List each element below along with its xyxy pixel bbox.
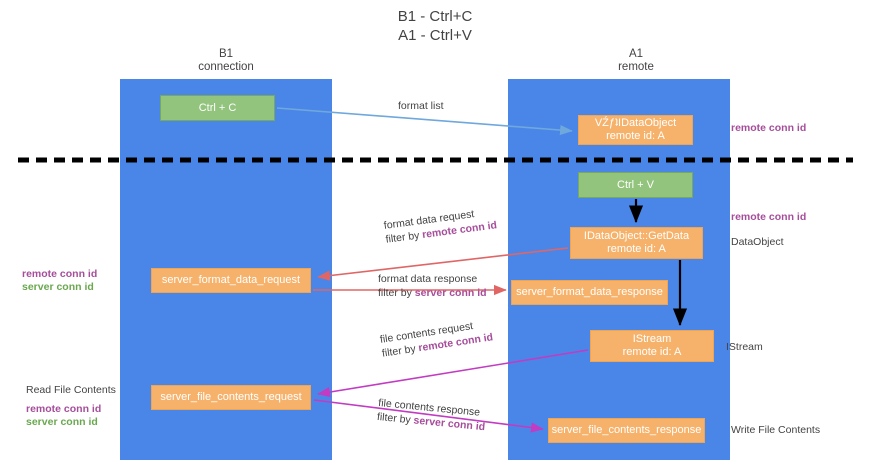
column-header-b1: B1 connection bbox=[152, 48, 300, 74]
edge-label-format-data-response-filter-prefix: filter by bbox=[378, 287, 415, 299]
edge-label-format-list-text: format list bbox=[398, 100, 444, 112]
annotation-remote-conn-id-mid: remote conn id bbox=[731, 211, 806, 224]
column-header-b1-role: connection bbox=[198, 61, 254, 73]
column-header-a1-role: remote bbox=[618, 61, 654, 73]
edge-label-file-contents-request-filter-prefix: filter by bbox=[381, 342, 420, 360]
node-server-file-contents-response-label: server_file_contents_response bbox=[551, 424, 702, 436]
column-header-a1: A1 remote bbox=[562, 48, 710, 74]
annotation-write-file-contents: Write File Contents bbox=[731, 424, 820, 437]
node-server-format-data-request-label: server_format_data_request bbox=[161, 274, 301, 286]
node-idataobject-sub: remote id: A bbox=[606, 130, 665, 142]
node-istream-sub: remote id: A bbox=[622, 346, 682, 358]
column-header-b1-name: B1 bbox=[218, 48, 234, 60]
annotation-left-bottom-server: server conn id bbox=[26, 416, 98, 428]
node-server-file-contents-request-label: server_file_contents_request bbox=[160, 391, 302, 403]
edge-label-format-data-response: format data response filter by server co… bbox=[378, 272, 487, 300]
node-getdata-label: IDataObject::GetData bbox=[583, 230, 690, 242]
title-line-2: A1 - Ctrl+V bbox=[398, 27, 472, 44]
node-server-file-contents-request[interactable]: server_file_contents_request bbox=[151, 385, 311, 410]
annotation-left-mid: remote conn id server conn id bbox=[22, 268, 97, 294]
node-idataobject-label: VŹƒʇIDataObject bbox=[594, 117, 677, 129]
column-header-a1-name: A1 bbox=[628, 48, 644, 60]
node-ctrl-c[interactable]: Ctrl + C bbox=[160, 95, 275, 121]
annotation-write-file-contents-text: Write File Contents bbox=[731, 424, 821, 436]
annotation-istream-text: IStream bbox=[726, 341, 763, 353]
node-ctrl-v-label: Ctrl + V bbox=[617, 178, 654, 191]
annotation-remote-conn-id-top-text: remote conn id bbox=[731, 122, 807, 134]
annotation-remote-conn-id-mid-text: remote conn id bbox=[731, 211, 807, 223]
annotation-left-mid-remote: remote conn id bbox=[22, 268, 98, 280]
node-istream[interactable]: IStream remote id: A bbox=[590, 330, 714, 362]
node-getdata-sub: remote id: A bbox=[607, 243, 666, 255]
edge-label-file-contents-response: file contents response filter by server … bbox=[376, 396, 487, 434]
diagram-title: B1 - Ctrl+C A1 - Ctrl+V bbox=[285, 7, 585, 45]
annotation-left-bottom: Read File Contents remote conn id server… bbox=[26, 384, 116, 429]
node-ctrl-c-label: Ctrl + C bbox=[198, 101, 237, 114]
edge-label-format-data-response-text: format data response bbox=[378, 273, 478, 285]
edge-label-format-data-request-filter-prefix: filter by bbox=[384, 229, 423, 246]
node-ctrl-v[interactable]: Ctrl + V bbox=[578, 172, 693, 198]
node-server-format-data-response-label: server_format_data_response bbox=[516, 286, 663, 298]
edge-label-format-list: format list bbox=[398, 99, 444, 113]
annotation-remote-conn-id-top: remote conn id bbox=[731, 122, 806, 135]
node-server-file-contents-response[interactable]: server_file_contents_response bbox=[548, 418, 705, 443]
node-istream-label: IStream bbox=[632, 333, 672, 345]
node-server-format-data-request[interactable]: server_format_data_request bbox=[151, 268, 311, 293]
edge-label-file-contents-request: file contents request filter by remote c… bbox=[379, 316, 494, 360]
annotation-dataobject-text: DataObject bbox=[731, 236, 784, 248]
annotation-dataobject: DataObject bbox=[731, 236, 784, 249]
node-idataobject-getdata[interactable]: IDataObject::GetData remote id: A bbox=[570, 227, 703, 259]
edge-label-format-data-request: format data request filter by remote con… bbox=[383, 204, 498, 246]
edge-label-format-data-response-filter-key: server conn id bbox=[414, 287, 487, 299]
edge-label-file-contents-response-filter-prefix: filter by bbox=[376, 410, 415, 427]
node-idataobject[interactable]: VŹƒʇIDataObject remote id: A bbox=[578, 115, 693, 145]
annotation-read-file-contents-text: Read File Contents bbox=[26, 384, 116, 396]
annotation-istream: IStream bbox=[726, 341, 763, 354]
annotation-left-mid-server: server conn id bbox=[22, 281, 94, 293]
annotation-left-bottom-remote: remote conn id bbox=[26, 403, 102, 415]
node-server-format-data-response[interactable]: server_format_data_response bbox=[511, 280, 668, 305]
title-line-1: B1 - Ctrl+C bbox=[397, 8, 473, 25]
